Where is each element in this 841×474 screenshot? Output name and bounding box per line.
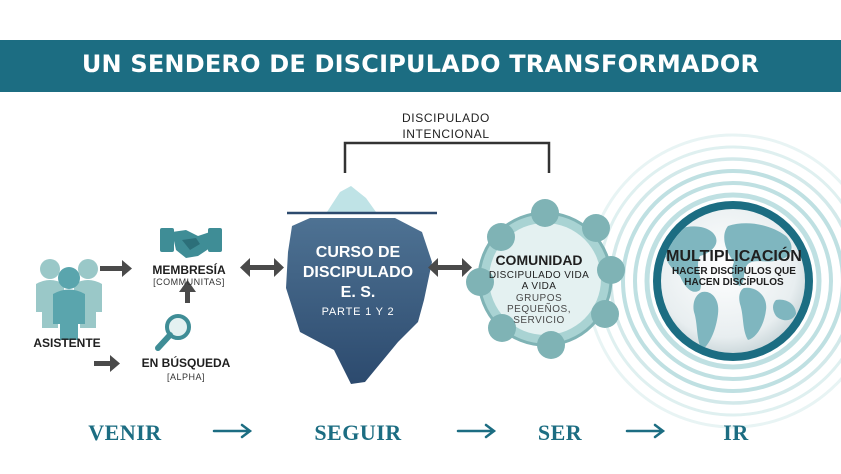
multiplicacion-subtitle: HACER DISCÍPULOS QUE HACEN DISCÍPULOS (672, 266, 796, 288)
stage-ser: SER (537, 420, 583, 445)
people-group-icon (36, 259, 102, 340)
comunidad-subtitle-2: GRUPOS PEQUEÑOS, SERVICIO (507, 293, 571, 326)
multiplicacion-title: MULTIPLICACIÓN (666, 248, 802, 265)
community-circle-icon (466, 199, 625, 359)
stage-seguir: SEGUIR (314, 420, 402, 445)
comunidad-title: COMUNIDAD (495, 252, 583, 268)
magnifier-icon (155, 314, 191, 351)
membresia-label: MEMBRESÍA (152, 263, 226, 277)
bracket (343, 141, 551, 173)
curso-subtitle: PARTE 1 Y 2 (321, 306, 395, 318)
stage-venir: VENIR (88, 420, 162, 445)
page-title: UN SENDERO DE DISCIPULADO TRANSFORMADOR (81, 50, 760, 78)
curso-title: CURSO DE DISCIPULADO E. S. (302, 244, 414, 301)
comunidad-subtitle-1: DISCIPULADO VIDA A VIDA (488, 270, 590, 292)
flow-arrows (94, 258, 472, 372)
stage-arrows (212, 423, 666, 439)
iceberg-icon (286, 186, 437, 384)
asistente-label: ASISTENTE (33, 336, 101, 350)
membresia-sublabel: [COMMUNITAS] (153, 277, 225, 287)
busqueda-label: EN BÚSQUEDA (141, 356, 231, 370)
stage-ir: IR (723, 420, 749, 445)
bracket-label: DISCIPULADO INTENCIONAL (402, 111, 490, 141)
handshake-icon (160, 228, 222, 258)
globe-icon (653, 201, 813, 361)
busqueda-sublabel: [ALPHA] (166, 372, 205, 382)
title-banner: UN SENDERO DE DISCIPULADO TRANSFORMADOR (0, 40, 841, 92)
